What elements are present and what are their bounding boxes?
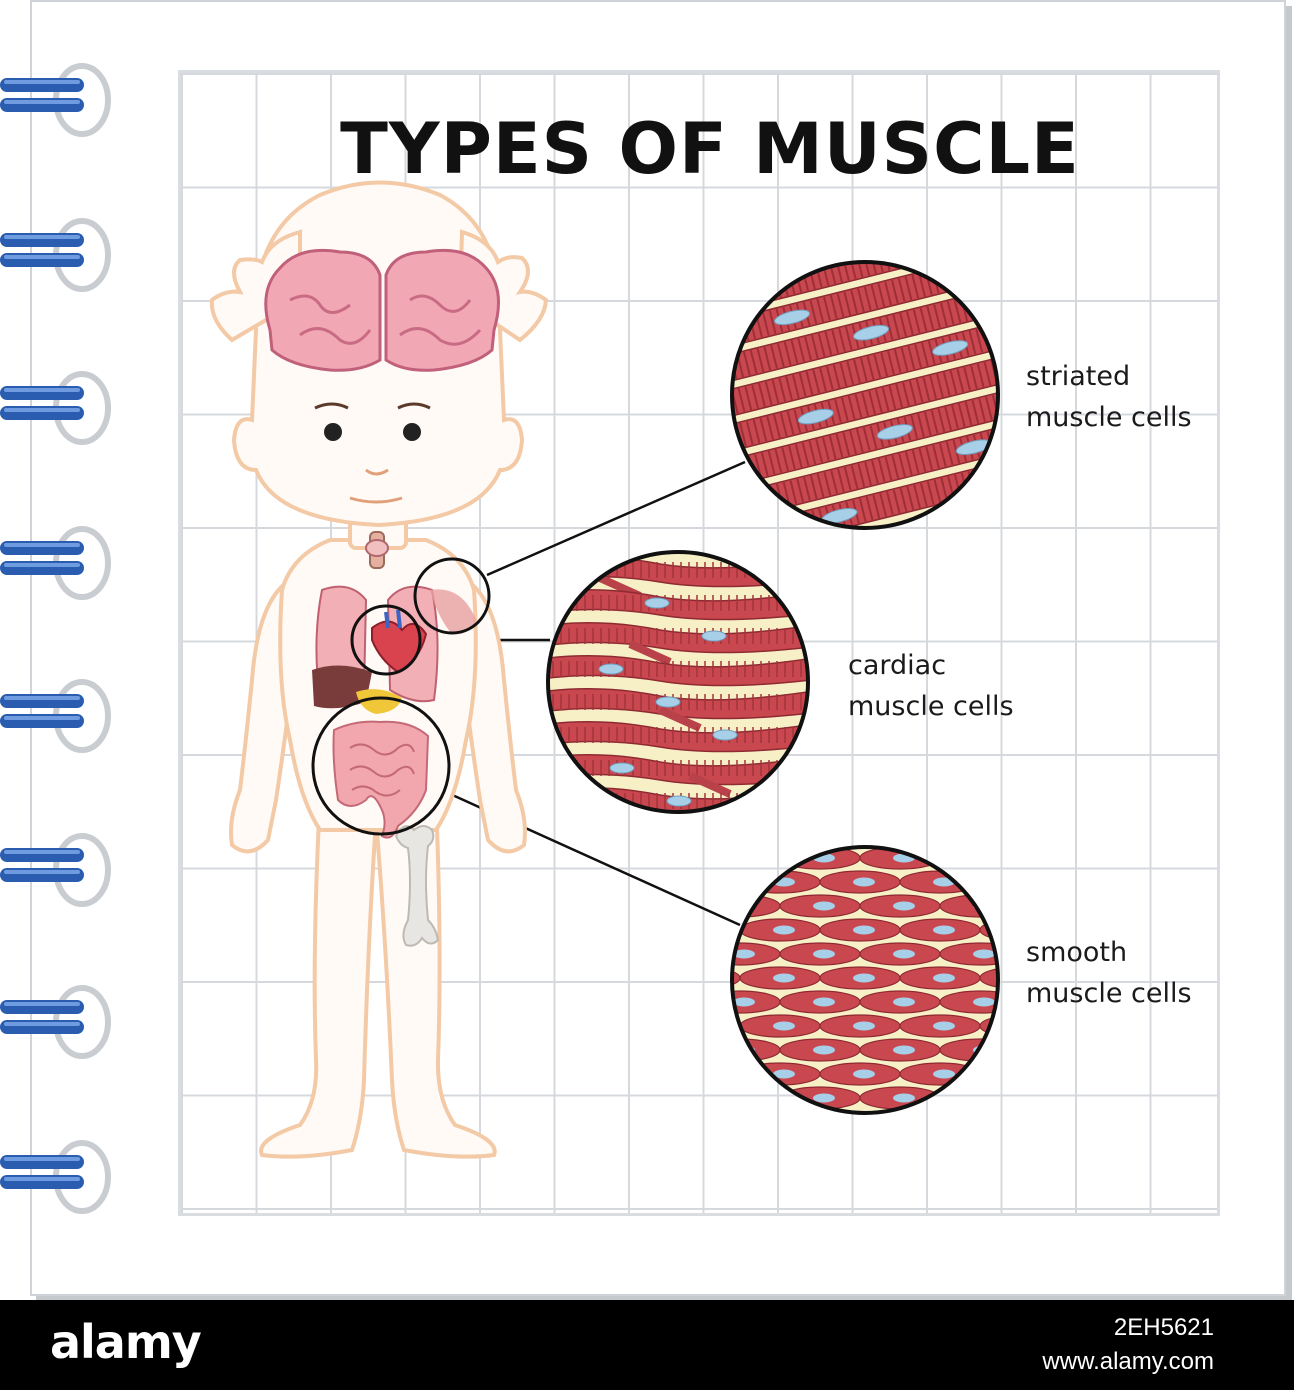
label-striated: striated muscle cells: [1026, 356, 1192, 438]
intestine: [332, 720, 430, 839]
stock-image-id: 2EH5621: [1113, 1314, 1214, 1341]
cardiac-muscle-circle: [546, 550, 810, 814]
connector-line-striated: [486, 460, 746, 577]
label-cardiac-line1: cardiac: [848, 650, 947, 681]
brain: [264, 248, 500, 372]
label-cardiac-line2: muscle cells: [848, 691, 1014, 722]
magnifier-circle-intestine: [311, 696, 451, 836]
spiral-ring: [0, 218, 111, 292]
label-striated-line1: striated: [1026, 361, 1131, 392]
face: [314, 402, 431, 504]
stock-logo: alamy: [50, 1315, 202, 1369]
spiral-ring: [0, 679, 111, 753]
spiral-ring: [0, 985, 111, 1059]
diagram-art: [209, 180, 1000, 1159]
page-title: TYPES OF MUSCLE: [340, 108, 1080, 190]
liver: [312, 665, 372, 709]
right-leg: [373, 797, 497, 1159]
stock-url: www.alamy.com: [1042, 1348, 1214, 1375]
shoulder-muscle: [430, 589, 476, 635]
hair: [209, 229, 302, 343]
stomach: [356, 689, 402, 714]
spiral-ring: [0, 526, 111, 600]
stock-footer: alamy 2EH5621 www.alamy.com: [0, 1300, 1294, 1390]
label-smooth-line2: muscle cells: [1026, 978, 1192, 1009]
spiral-binding: [0, 63, 111, 1214]
left-leg: [259, 797, 379, 1159]
spiral-ring: [0, 63, 111, 137]
trachea: [365, 531, 389, 569]
striated-muscle-circle: [730, 260, 1000, 530]
label-smooth-line1: smooth: [1026, 937, 1128, 968]
magnifier-circle-heart: [350, 604, 422, 676]
spiral-ring: [0, 833, 111, 907]
bone: [394, 825, 440, 947]
magnifier-circle-shoulder: [413, 557, 491, 635]
human-figure: [209, 180, 549, 1159]
spiral-ring: [0, 371, 111, 445]
spiral-ring: [0, 1140, 111, 1214]
label-striated-line2: muscle cells: [1026, 402, 1192, 433]
label-smooth: smooth muscle cells: [1026, 932, 1192, 1014]
label-cardiac: cardiac muscle cells: [848, 645, 1014, 727]
